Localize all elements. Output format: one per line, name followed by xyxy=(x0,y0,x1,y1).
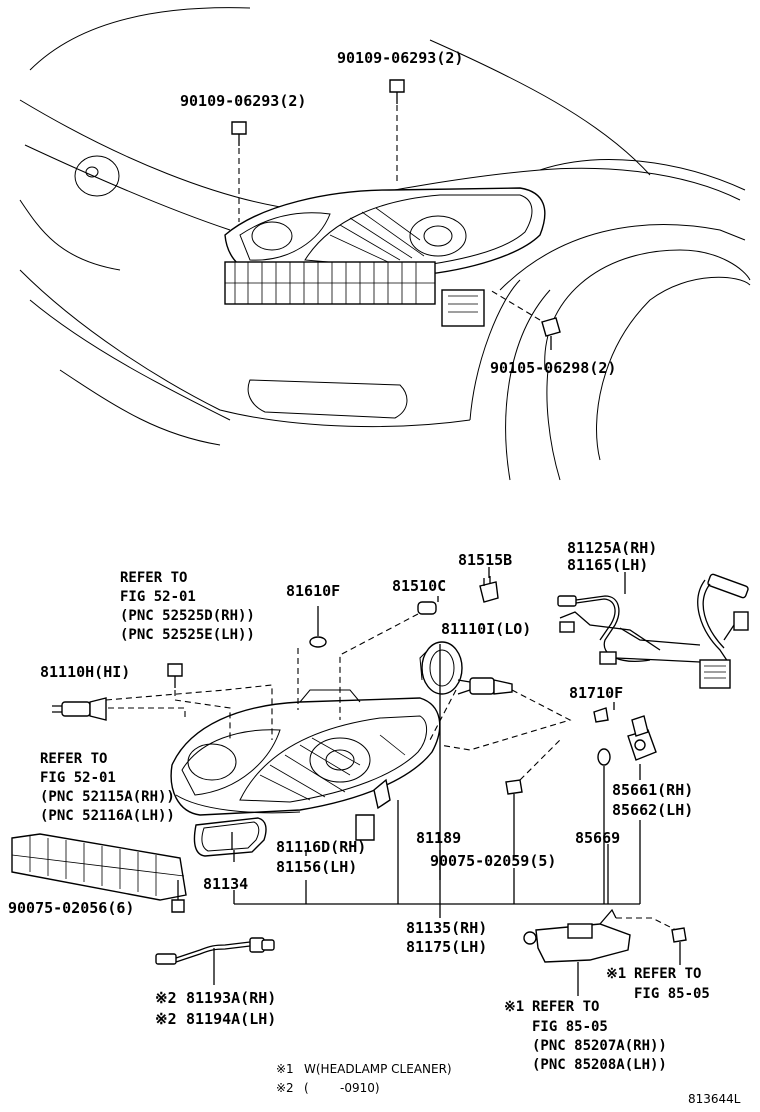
wire-81193a xyxy=(155,937,275,985)
refer-85-05-a-line2: FIG 85-05 xyxy=(634,986,710,1002)
refer-85-05-b-mark: ※1 xyxy=(504,999,524,1015)
bolt-90075-02059 xyxy=(505,739,561,860)
label-81610f: 81610F xyxy=(286,582,340,600)
footnote-2-mark: ※2 xyxy=(276,1081,294,1095)
label-90075-02056: 90075-02056(6) xyxy=(8,899,134,917)
footnote-2-text: -0910) xyxy=(340,1081,380,1095)
footnote-1-text: W(HEADLAMP CLEANER) xyxy=(304,1062,452,1076)
clip-52525 xyxy=(167,663,231,740)
headlamp-assembly xyxy=(170,689,441,841)
label-81110i: 81110I(LO) xyxy=(441,620,531,638)
label-81165: 81165(LH) xyxy=(567,556,648,574)
refer-85-05-b-line2: FIG 85-05 xyxy=(532,1019,608,1035)
refer-85-05-a-mark: ※1 xyxy=(606,966,626,982)
label-81125a: 81125A(RH) xyxy=(567,539,657,557)
label-81116d: 81116D(RH) xyxy=(276,838,366,856)
refer-52115-line4: (PNC 52116A(LH)) xyxy=(40,808,175,824)
figure-id: 813644L xyxy=(688,1092,741,1106)
bolt-top-right xyxy=(389,79,405,185)
cap-81710f xyxy=(593,707,609,723)
wire-harness-81125a xyxy=(557,573,749,689)
bulb-81510c xyxy=(339,601,437,720)
actuator-85661 xyxy=(627,715,657,761)
car-front-illustration xyxy=(19,7,751,481)
refer-85-05-a-line1: REFER TO xyxy=(634,966,701,982)
bolt-90075-02056 xyxy=(171,890,185,913)
label-81710f: 81710F xyxy=(569,684,623,702)
label-85662: 85662(LH) xyxy=(612,801,693,819)
cleaner-nozzle xyxy=(523,908,687,996)
label-81135: 81135(RH) xyxy=(406,919,487,937)
refer-52115-line2: FIG 52-01 xyxy=(40,770,116,786)
refer-85-05-b-line3: (PNC 85207A(RH)) xyxy=(532,1038,667,1054)
label-81193a-mark: ※2 xyxy=(155,989,177,1007)
socket-81515b xyxy=(479,576,499,603)
bolt-fender xyxy=(489,289,561,350)
label-81156: 81156(LH) xyxy=(276,858,357,876)
refer-52525-line3: (PNC 52525D(RH)) xyxy=(120,608,255,624)
label-81110h: 81110H(HI) xyxy=(40,663,130,681)
refer-85-05-b-line1: REFER TO xyxy=(532,999,599,1015)
label-90075-02059: 90075-02059(5) xyxy=(430,852,556,870)
leader-lines xyxy=(177,567,641,918)
bolt-top-left xyxy=(231,121,247,222)
label-bolt-top-right: 90109-06293(2) xyxy=(337,49,463,67)
footnote-2-open: ( xyxy=(304,1081,309,1095)
refer-52115-line3: (PNC 52115A(RH)) xyxy=(40,789,175,805)
label-85669: 85669 xyxy=(575,829,620,847)
refer-85-05-b-line4: (PNC 85208A(LH)) xyxy=(532,1057,667,1073)
label-81194a: 81194A(LH) xyxy=(186,1010,276,1028)
label-81515b: 81515B xyxy=(458,551,512,569)
gasket-85669 xyxy=(597,748,611,766)
label-85661: 85661(RH) xyxy=(612,781,693,799)
cover-81189 xyxy=(419,641,463,695)
label-81193a: 81193A(RH) xyxy=(186,989,276,1007)
label-bolt-fender: 90105-06298(2) xyxy=(490,359,616,377)
refer-52525-line2: FIG 52-01 xyxy=(120,589,196,605)
gasket-81134 xyxy=(193,817,267,857)
footnote-1-mark: ※1 xyxy=(276,1062,294,1076)
label-bolt-top-left: 90109-06293(2) xyxy=(180,92,306,110)
label-81510c: 81510C xyxy=(392,577,446,595)
bulb-81110h xyxy=(52,684,273,740)
label-81175: 81175(LH) xyxy=(406,938,487,956)
refer-52525-line4: (PNC 52525E(LH)) xyxy=(120,627,255,643)
cap-81610f xyxy=(297,620,327,710)
refer-52525-line1: REFER TO xyxy=(120,570,187,586)
label-81194a-mark: ※2 xyxy=(155,1010,177,1028)
label-81189: 81189 xyxy=(416,829,461,847)
bulb-81110i xyxy=(429,677,572,751)
refer-52115-line1: REFER TO xyxy=(40,751,107,767)
bumper-bracket xyxy=(11,833,187,901)
label-81134: 81134 xyxy=(203,875,248,893)
